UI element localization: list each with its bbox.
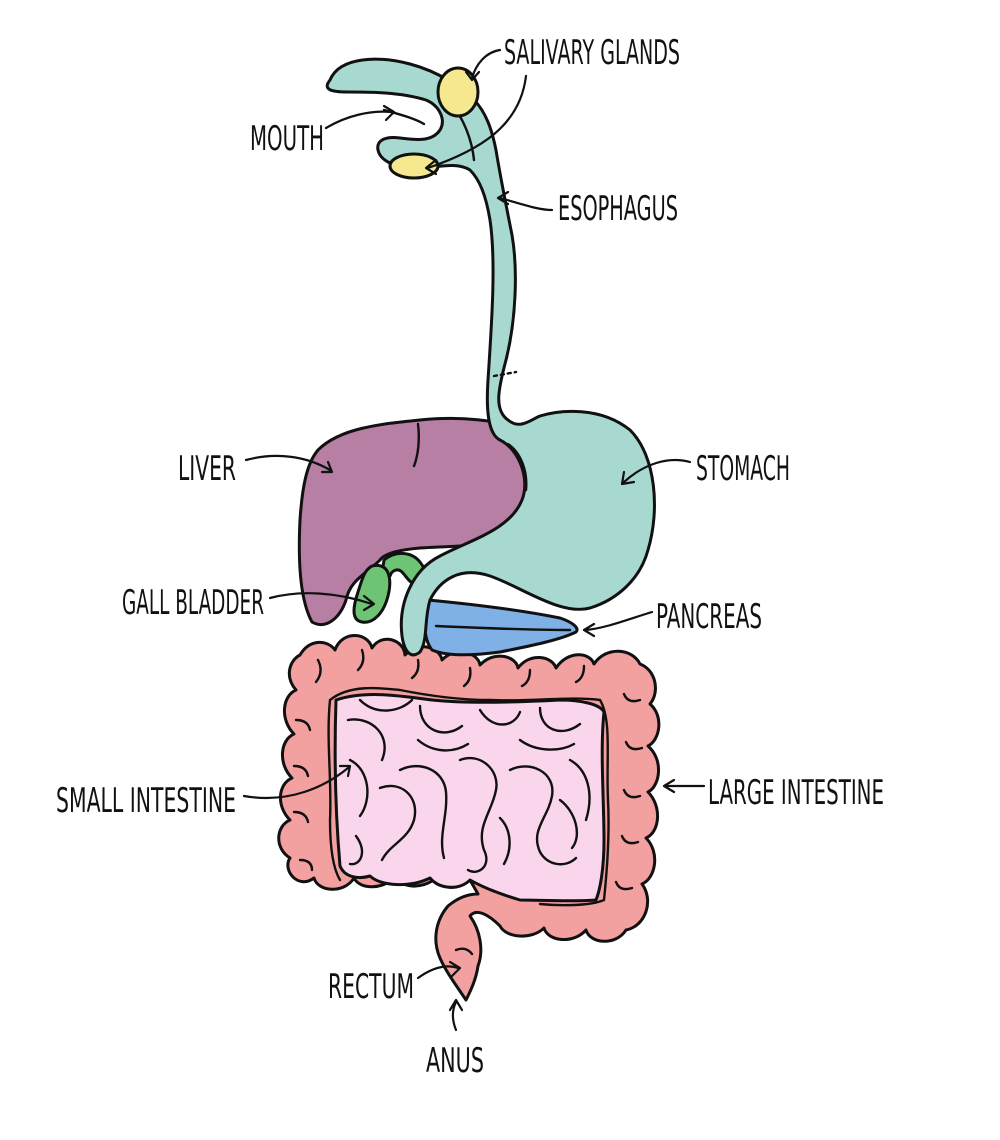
salivary-glands-arrowhead [464,70,481,82]
mouth-arrowhead [382,104,396,122]
salivary-glands [388,66,480,180]
label-anus: ANUS [426,1041,484,1081]
rectum-arrowhead [448,960,462,978]
pancreas-arrow [584,610,654,632]
small-intestine-shape [333,693,606,903]
labels: SALIVARY GLANDS MOUTH ESOPHAGUS LIVER ST… [56,33,884,1081]
label-mouth: MOUTH [250,119,324,159]
liver-shape [297,416,530,626]
anus-arrow [451,1000,458,1032]
salivary-glands-arrow [470,48,502,80]
large-intestine-arrowhead [662,778,676,794]
anus-arrowhead [448,998,464,1012]
gall-bladder-arrowhead [362,594,376,612]
liver-arrow [244,454,332,472]
leader-arrows [242,48,706,1032]
rectum-arrow [416,965,460,980]
salivary-glands-arrowhead-2 [424,158,438,176]
gall-bladder-shape [352,563,392,624]
label-stomach: STOMACH [696,449,790,489]
label-small-intestine: SMALL INTESTINE [56,781,236,821]
salivary-gland-lower [388,152,440,180]
label-pancreas: PANCREAS [656,597,762,637]
liver-arrowhead [320,460,334,474]
small-intestine [333,693,606,903]
esophagus-junction [492,370,518,378]
pancreas-shape [423,598,579,657]
label-rectum: RECTUM [328,967,414,1007]
large-intestine-haustra [292,648,644,956]
gall-bladder-arrow [268,592,374,606]
esophagus-arrowhead [496,190,510,206]
stomach-curve [506,442,528,492]
label-gall-bladder: GALL BLADDER [122,583,264,623]
salivary-glands-arrow-2 [426,74,528,170]
label-salivary-glands: SALIVARY GLANDS [504,33,680,73]
label-esophagus: ESOPHAGUS [558,189,678,229]
label-liver: LIVER [178,449,236,489]
large-intestine-inner-contour [327,686,610,907]
pancreas-duct [434,624,572,632]
small-intestine-arrowhead [338,764,352,778]
pancreas-arrowhead [582,622,596,638]
label-large-intestine: LARGE INTESTINE [708,773,884,813]
mouth-esophagus-stomach-shape [325,57,656,657]
pancreas [423,598,579,657]
small-intestine-coils [346,698,591,873]
liver-lobe-line [412,422,420,468]
liver [297,416,530,626]
esophagus-arrow [498,196,554,212]
mouth-arrow [324,110,394,130]
small-intestine-arrow [242,766,350,800]
salivary-gland-upper [436,66,480,118]
stomach-arrow [622,458,692,484]
stomach-arrowhead [620,470,636,486]
